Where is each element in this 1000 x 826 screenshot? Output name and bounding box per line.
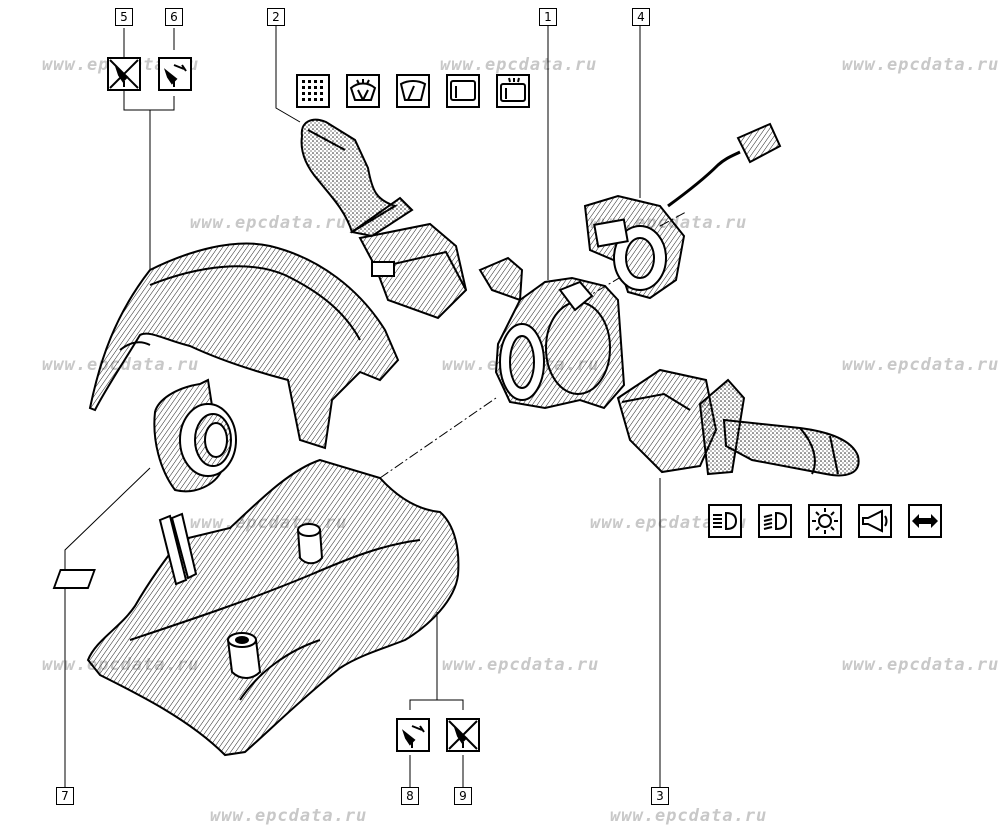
callout-4: 4 [632,8,650,26]
callout-6: 6 [165,8,183,26]
fog-light-icon [758,504,792,538]
callout-5: 5 [115,8,133,26]
callout-1: 1 [539,8,557,26]
turn-signal-icon [908,504,942,538]
callout-3: 3 [651,787,669,805]
windshield-washer-icon [346,74,380,108]
screw-fastening-icon [396,718,430,752]
high-beam-icon [708,504,742,538]
watermark-text: www.epcdata.ru [842,355,1000,375]
wiper-stalk-switch [300,118,468,320]
rear-washer-icon [496,74,530,108]
rear-defrost-grid-icon [296,74,330,108]
horn-icon [858,504,892,538]
hazard-light-icon [808,504,842,538]
callout-9: 9 [454,787,472,805]
lighting-stalk-switch [616,368,860,477]
watermark-text: www.epcdata.ru [842,655,1000,675]
watermark-text: www.epcdata.ru [190,213,348,233]
remove-screw-crossed-icon [446,718,480,752]
watermark-text: www.epcdata.ru [442,655,600,675]
watermark-text: www.epcdata.ru [590,513,748,533]
watermark-text: www.epcdata.ru [842,55,1000,75]
screw-fastening-icon [158,57,192,91]
upper-steering-column-cover [88,242,400,450]
callout-7: 7 [56,787,74,805]
rear-window-wiper-icon [446,74,480,108]
watermark-text: www.epcdata.ru [440,55,598,75]
callout-2: 2 [267,8,285,26]
remove-screw-crossed-icon [107,57,141,91]
combination-switch-body [478,256,626,410]
rotary-connector-clock-spring [583,122,782,300]
lower-steering-column-cover [52,458,460,757]
callout-8: 8 [401,787,419,805]
windshield-wiper-icon [396,74,430,108]
ignition-switch-bezel [153,378,237,493]
leader-lines [64,26,661,787]
